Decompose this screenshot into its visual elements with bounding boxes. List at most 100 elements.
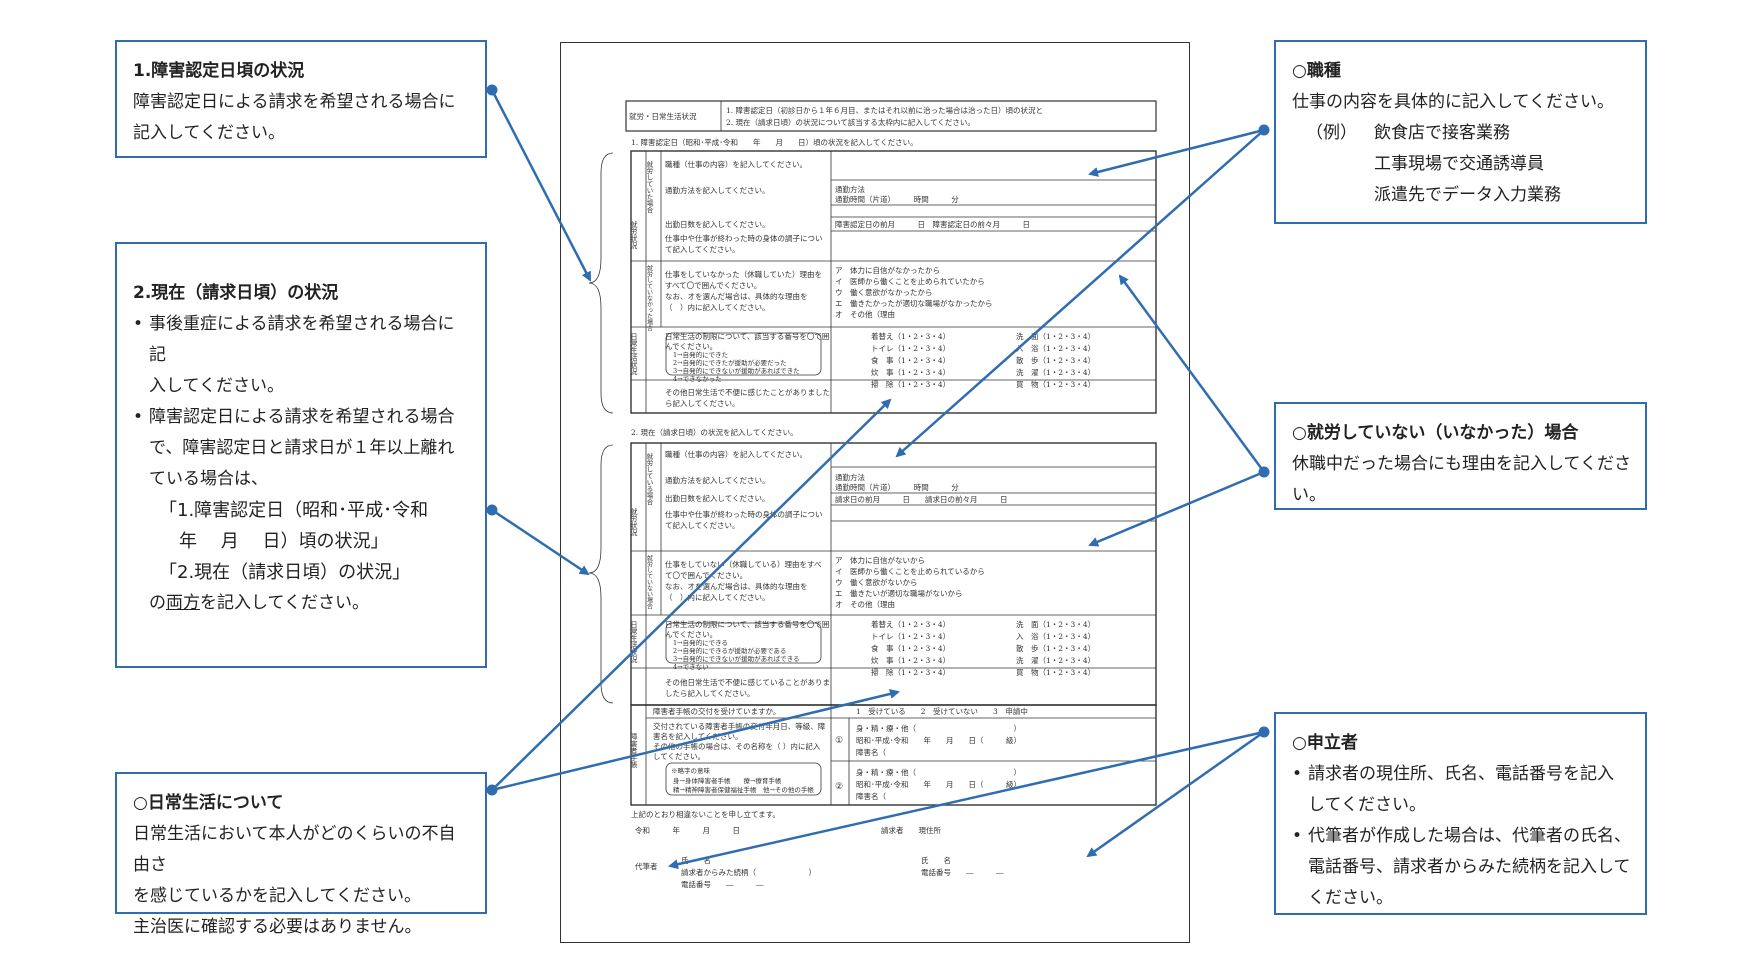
annotation-bullet: 障害認定日による請求を希望される場合 で、障害認定日と請求日が１年以上離れ てい… — [133, 402, 471, 495]
form-scale: 3→自発的にできないが援助があればできた — [673, 366, 800, 375]
form-question: 日常生活の制限について、該当する番号を〇で囲 — [665, 619, 829, 629]
annotation-text: 仕事の内容を具体的に記入してください。 — [1292, 92, 1614, 112]
form-reason: ア 体力に自信がないから — [835, 555, 925, 565]
form-proxy: 代筆者 — [635, 861, 658, 871]
form-activity: 掃 除（1・2・3・4） — [871, 379, 950, 389]
annotation-text: 記入してください。 — [133, 123, 285, 143]
form-declaration: 上記のとおり相違ないことを申し立てます。 — [631, 809, 780, 819]
annotation-box-current-status: 2.現在（請求日頃）の状況 事後重症による請求を希望される場合に記 入してくださ… — [115, 242, 487, 668]
annotation-text: 電話番号、請求者からみた続柄を記入して — [1308, 857, 1631, 877]
form-side-label: 日常生活状況 — [630, 333, 638, 376]
connector-dot — [486, 84, 498, 96]
annotation-text: ください。 — [1308, 888, 1393, 908]
form-side-label: 障害者手帳 — [630, 732, 638, 769]
form-scale: 4→できない — [673, 663, 709, 671]
form-answer: 通勤時間（片道） 時間 分 — [835, 482, 959, 492]
form-side-label: 就労状況 — [630, 220, 638, 250]
form-activity: 掃 除（1・2・3・4） — [871, 667, 950, 677]
form-note: ※略字の意味 — [671, 766, 711, 775]
example-label: （例） — [1306, 123, 1357, 143]
form-activity: 炊 事（1・2・3・4） — [871, 367, 950, 377]
form-scale: 1→自発的にできた — [673, 350, 728, 359]
form-scale: 2→自発的にできたが援助が必要だった — [673, 358, 787, 367]
form-reason: イ 医師から働くことを止められていたから — [835, 276, 985, 286]
form-note: 身→身体障害者手帳 療→療育手帳 — [673, 776, 782, 785]
form-date: 令和 年 月 日 — [635, 825, 740, 835]
form-activity: 炊 事（1・2・3・4） — [871, 655, 950, 665]
form-side-label: 就労状況 — [630, 507, 638, 537]
form-question: んでください。 — [665, 342, 717, 351]
form-reason: エ 働きたいが適切な職場がないから — [835, 588, 963, 598]
form-section-title: 1. 障害認定日（昭和･平成･令和 年 月 日）頃の状況を記入してください。 — [631, 137, 918, 147]
form-question: んでください。 — [665, 630, 717, 639]
form-question: なお、オを選んだ場合は、具体的な理由を — [665, 581, 808, 591]
connector-dot — [1258, 466, 1270, 478]
annotation-quote: 年 月 日）頃の状況」 — [179, 531, 389, 552]
form-answer: 障害名（ — [856, 791, 886, 801]
annotation-title: 1.障害認定日頃の状況 — [133, 61, 305, 81]
annotation-box-not-working: ○就労していない（いなかった）場合 休職中だった場合にも理由を記入してくださ い… — [1274, 402, 1647, 510]
connector-dot — [1258, 726, 1270, 738]
form-question: 交付されている障害者手帳の交付年月日、等級、障 — [653, 721, 826, 731]
annotation-quote: 「1.障害認定日（昭和･平成･令和 — [159, 500, 429, 521]
form-answer: 障害認定日の前月 日 障害認定日の前々月 日 — [835, 219, 1030, 229]
annotation-text: 請求者の現住所、氏名、電話番号を記入 — [1308, 764, 1614, 784]
form-question: ら記入してください。 — [665, 398, 740, 408]
form-question: その他日常生活で不便に感じたことがありました — [665, 387, 830, 397]
annotation-text: 障害認定日による請求を希望される場合 — [149, 407, 455, 427]
form-header-line: 1. 障害認定日（初診日から１年６月目、またはそれ以前に治った場合は治った日）頃… — [726, 105, 1043, 115]
form-note: 精→精神障害者保健福祉手帳 他→その他の手帳 — [673, 785, 814, 794]
form-question: 仕事をしていない（休職している）理由をすべ — [665, 559, 822, 569]
form-claimant: 請求者 現住所 — [881, 825, 941, 835]
svg-text:①: ① — [835, 736, 843, 746]
form-activity: トイレ（1・2・3・4） — [871, 344, 950, 353]
annotation-text: い。 — [1292, 485, 1326, 505]
annotation-text: で、障害認定日と請求日が１年以上離れ — [149, 438, 455, 458]
annotation-emphasis: 両方 — [166, 593, 200, 613]
form-activity: 散 歩（1・2・3・4） — [1016, 355, 1095, 365]
form-activity: 洗 面（1・2・3・4） — [1016, 619, 1095, 629]
form-header-label: 就労・日常生活状況 — [629, 111, 697, 121]
form-reason: イ 医師から働くことを止められているから — [835, 566, 985, 576]
form-answer: 通勤時間（片道） 時間 分 — [835, 194, 959, 204]
form-question: 職種（仕事の内容）を記入してください。 — [665, 449, 807, 459]
annotation-bullet: 請求者の現住所、氏名、電話番号を記入 してください。 — [1292, 759, 1631, 821]
annotation-text: の — [149, 593, 166, 613]
form-header-line: 2. 現在（請求日頃）の状況について該当する太枠内に記入してください。 — [726, 117, 975, 127]
form-question: 通勤方法を記入してください。 — [665, 475, 770, 485]
form-proxy-phone: 電話番号 ― ― — [681, 879, 764, 889]
form-answer: 1 受けている 2 受けていない 3 申請中 — [856, 706, 1028, 716]
annotation-text: 日常生活において本人がどのくらいの不自由さ — [133, 824, 456, 875]
form-reason: ア 体力に自信がなかったから — [835, 265, 940, 275]
form-drawing: 就労・日常生活状況 1. 障害認定日（初診日から１年６月目、またはそれ以前に治っ… — [588, 100, 1157, 889]
form-answer: 昭和･平成･令和 年 月 日（ 級） — [856, 779, 1021, 789]
form-proxy-name: 氏 名 — [681, 855, 711, 865]
form-answer: 請求日の前月 日 請求日の前々月 日 — [835, 494, 1008, 504]
form-answer: 通勤方法 — [835, 472, 865, 482]
form-reason: オ その他（理由 — [835, 599, 895, 609]
example-text: 飲食店で接客業務 — [1374, 123, 1510, 143]
form-question: 出勤日数を記入してください。 — [665, 493, 770, 503]
form-reason: ウ 働く意欲がなかったから — [835, 287, 933, 297]
form-question: 仕事中や仕事が終わった時の身体の調子につい — [665, 509, 823, 519]
form-answer: 通勤方法 — [835, 184, 865, 194]
form-activity: 買 物（1・2・3・4） — [1016, 379, 1095, 389]
form-activity: 買 物（1・2・3・4） — [1016, 667, 1095, 677]
annotation-text: 障害認定日による請求を希望される場合に — [133, 92, 456, 112]
form-side-label: 就労している場合 — [645, 452, 653, 507]
form-activity: 入 浴（1・2・3・4） — [1016, 343, 1095, 353]
annotation-title: ○職種 — [1292, 61, 1341, 81]
form-scale: 4→できなかった — [673, 375, 722, 383]
form-activity: 食 事（1・2・3・4） — [871, 355, 950, 365]
annotation-text: を記入してください。 — [200, 593, 369, 613]
annotation-bullet: 事後重症による請求を希望される場合に記 入してください。 — [133, 309, 471, 402]
form-question: （ ）内に記入してください。 — [665, 302, 770, 312]
annotation-text: ている場合は、 — [149, 469, 268, 489]
svg-text:②: ② — [835, 782, 843, 792]
form-question: したら記入してください。 — [665, 688, 755, 698]
form-section-title: 2. 現在（請求日頃）の状況を記入してください。 — [631, 427, 798, 437]
annotation-title: ○日常生活について — [133, 793, 284, 813]
form-scale: 2→自発的にできるが援助が必要である — [673, 646, 786, 655]
form-activity: 洗 濯（1・2・3・4） — [1016, 367, 1095, 377]
annotation-box-daily-life: ○日常生活について 日常生活において本人がどのくらいの不自由さ を感じているかを… — [115, 772, 487, 937]
